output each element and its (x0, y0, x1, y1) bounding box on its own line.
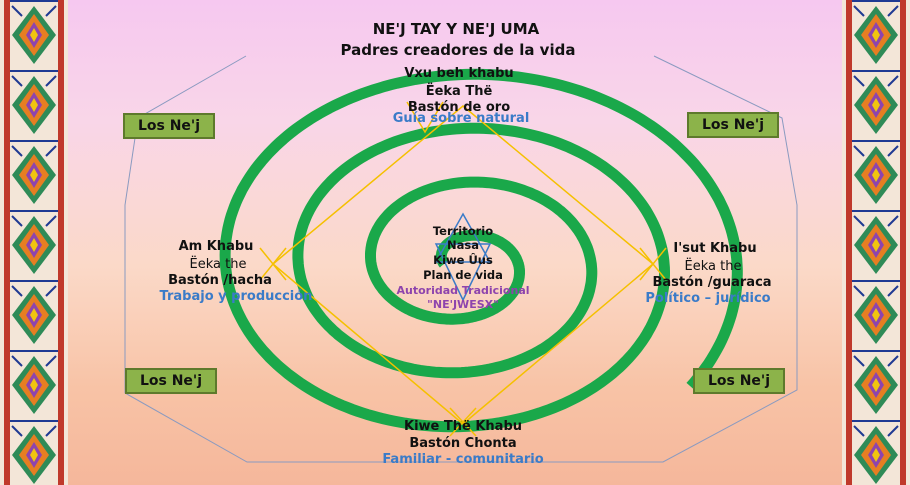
corner-box-top-left: Los Ne'j (123, 113, 215, 139)
left-staff-name: Am Khabu (178, 239, 254, 254)
blue-star (434, 212, 492, 302)
right-staff-name: I'sut Khabu (673, 241, 757, 256)
center-plan-de-vida: Plan de vida (423, 268, 503, 282)
right-staff-eeka: Ëeka the (684, 259, 742, 274)
hexagon-outline (124, 55, 798, 463)
woven-border-right (842, 0, 910, 485)
corner-box-bottom-left: Los Ne'j (125, 368, 217, 394)
center-kiwe-uus: Kiwe Ûus (433, 253, 493, 267)
diagram-subtitle: Padres creadores de la vida (340, 41, 576, 59)
top-staff-role: Guía sobre natural (392, 111, 530, 126)
center-nasa: Nasa (447, 238, 479, 252)
top-staff-baston: Bastón de oro (407, 100, 511, 115)
green-spiral (219, 68, 743, 433)
corner-box-bottom-right: Los Ne'j (693, 368, 785, 394)
right-staff-role: Político – jurídico (645, 291, 771, 306)
yellow-tick-right-2 (639, 247, 667, 281)
left-staff-eeka: Ëeka the (189, 257, 247, 272)
yellow-diamond (271, 105, 655, 425)
bottom-staff-baston: Bastón Chonta (409, 436, 517, 451)
diagram-title: NE'J TAY Y NE'J UMA (372, 20, 540, 38)
center-territorio: Territorio (432, 224, 494, 238)
bottom-staff-name: Kiwe Thë Khabu (403, 419, 523, 434)
center-nejwesx: "NE'JWESX" (427, 298, 499, 311)
yellow-tick-left-2 (259, 247, 287, 281)
left-staff-baston: Bastón /hacha (168, 273, 272, 288)
top-staff-name: Vxu beh khabu (404, 66, 514, 81)
corner-box-top-right: Los Ne'j (687, 112, 779, 138)
left-staff-role: Trabajo y producción (159, 289, 313, 304)
yellow-tick-bottom-2 (449, 407, 477, 437)
top-staff-eeka: Ëeka Thë (425, 84, 493, 99)
center-autoridad: Autoridad Tradicional (396, 284, 530, 297)
yellow-x-top-left (406, 101, 444, 134)
right-staff-baston: Bastón /guaraca (652, 275, 772, 290)
woven-border-left (0, 0, 68, 485)
bottom-staff-role: Familiar - comunitario (382, 452, 544, 467)
